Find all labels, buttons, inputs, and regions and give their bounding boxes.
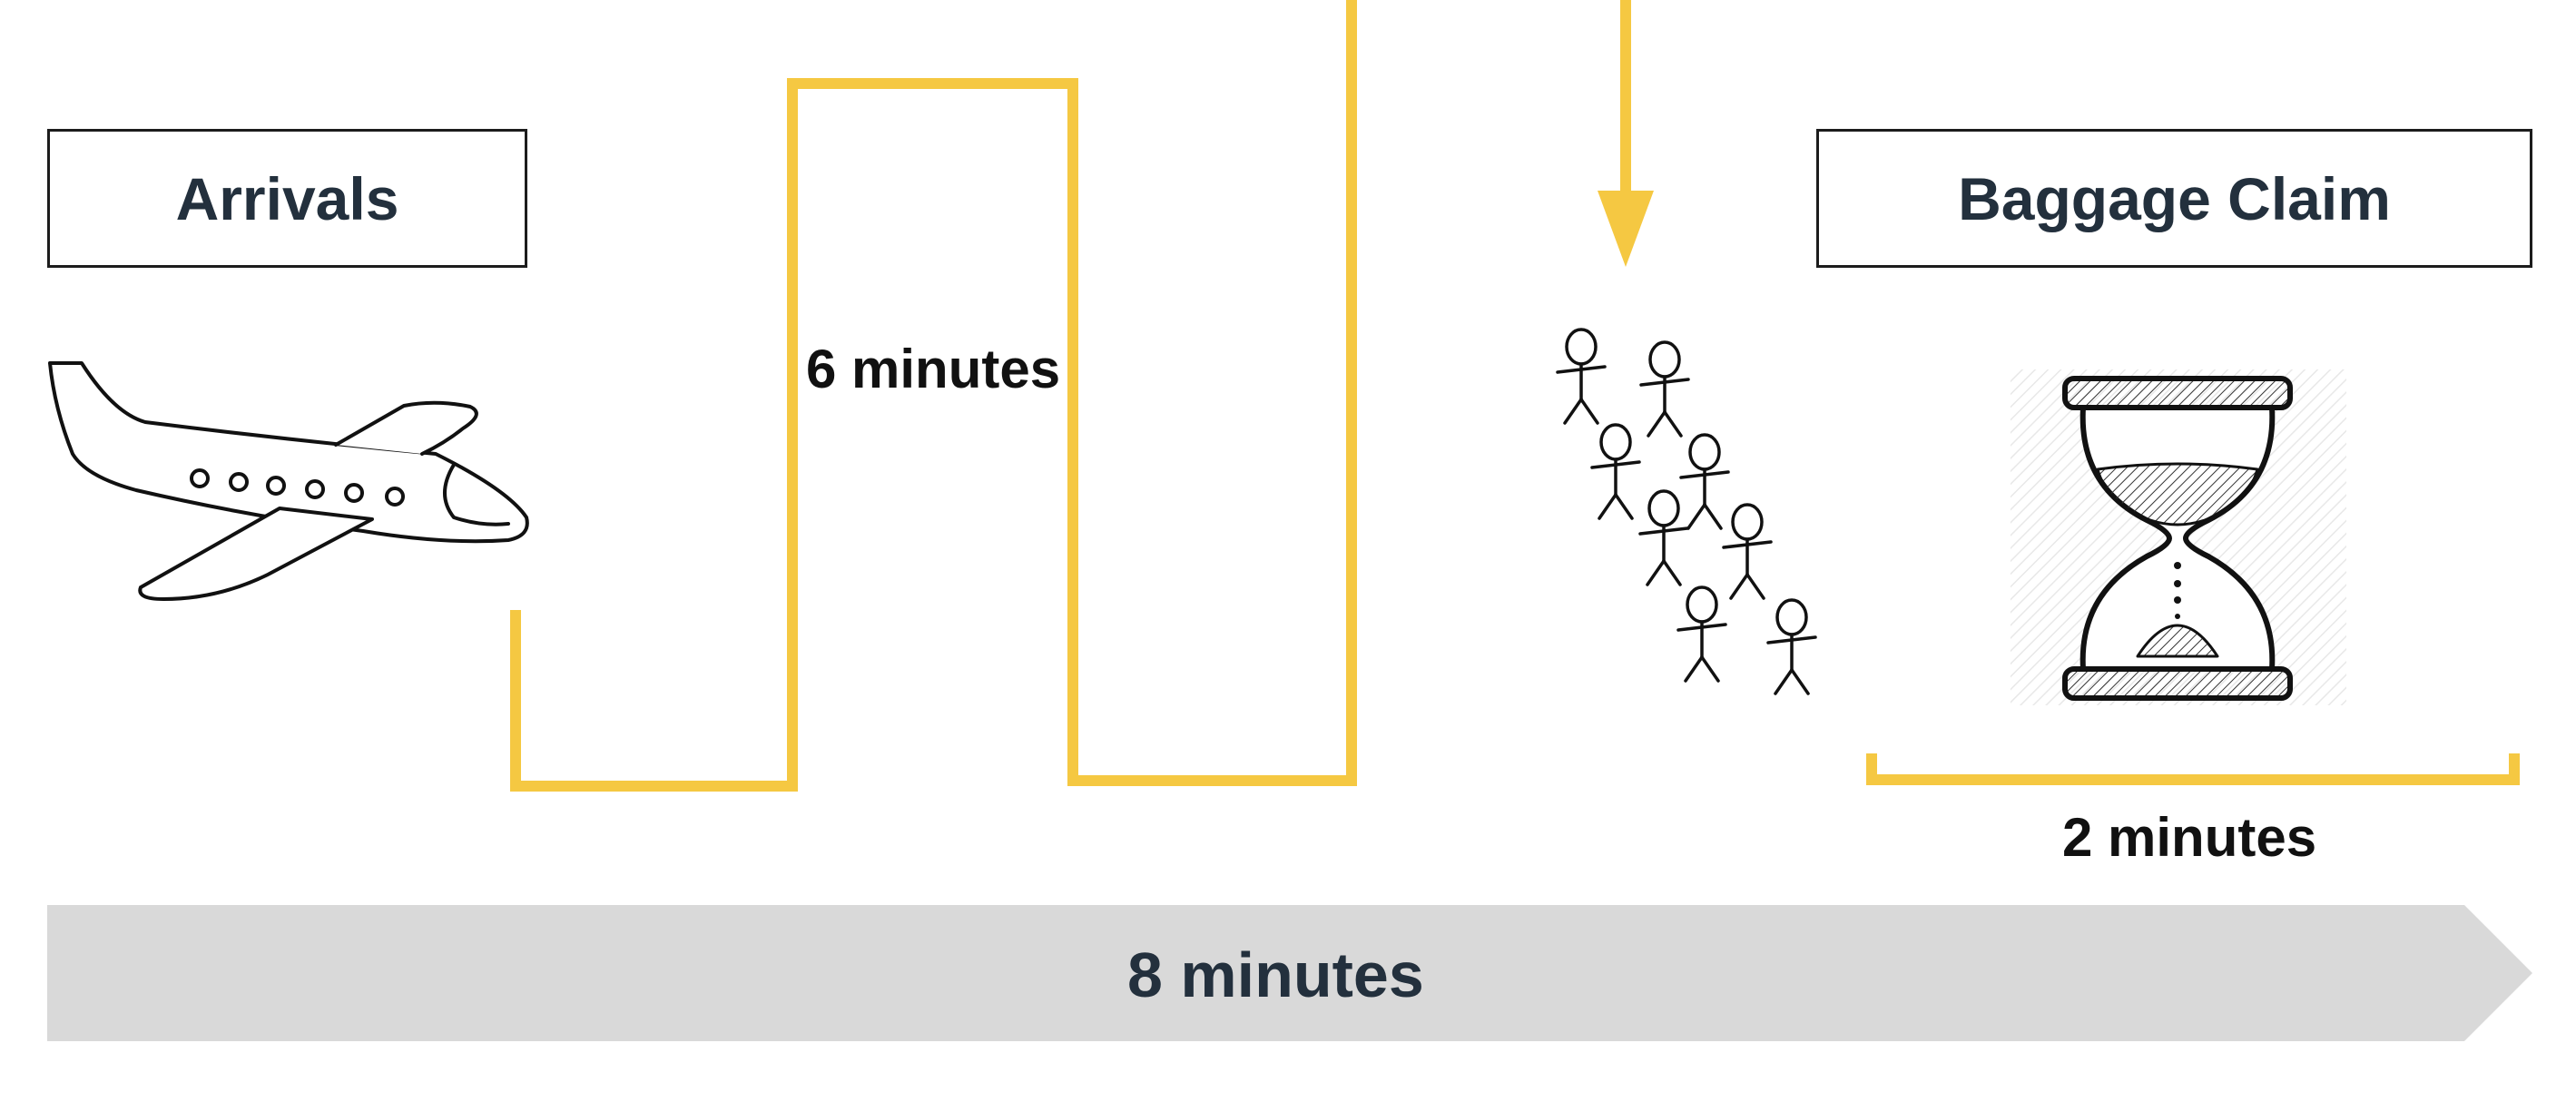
wait-duration-label: 2 minutes (2062, 807, 2317, 868)
hourglass-icon (2011, 369, 2346, 705)
crowd-icon (1556, 328, 1817, 695)
airplane-icon (48, 361, 529, 601)
baggage-claim-label: Baggage Claim (1816, 129, 2532, 268)
total-duration-label: 8 minutes (1127, 940, 1424, 1010)
walk-duration-label: 6 minutes (806, 339, 1061, 399)
total-time-bar (47, 905, 2532, 1041)
down-arrow-head (1598, 191, 1654, 267)
arrivals-label: Arrivals (47, 129, 527, 268)
